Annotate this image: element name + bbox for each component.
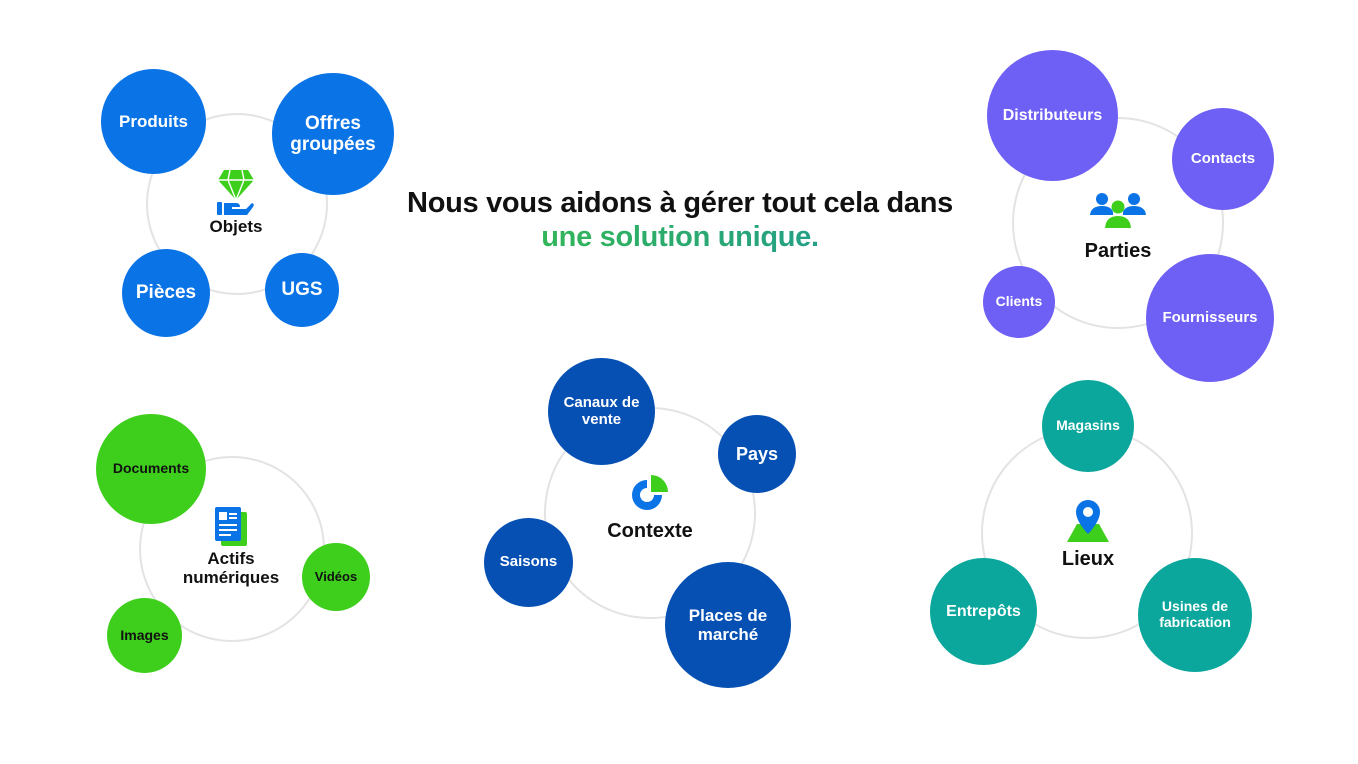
hub-contexte: Contexte bbox=[600, 472, 700, 542]
headline-line-2: une solution unique. bbox=[340, 220, 1020, 254]
hub-label-parties: Parties bbox=[1084, 240, 1152, 262]
bubble-documents: Documents bbox=[96, 414, 206, 524]
bubble-offres-groupees: Offres groupées bbox=[272, 73, 394, 195]
diamond-hand-icon bbox=[217, 169, 254, 215]
bubble-videos: Vidéos bbox=[302, 543, 370, 611]
bubble-pieces: Pièces bbox=[122, 249, 210, 337]
parties-ring bbox=[1012, 117, 1224, 329]
bubble-clients: Clients bbox=[983, 266, 1055, 338]
bubble-contacts: Contacts bbox=[1172, 108, 1274, 210]
bubble-magasins: Magasins bbox=[1042, 380, 1134, 472]
bubble-pays: Pays bbox=[718, 415, 796, 493]
bubble-saisons: Saisons bbox=[484, 518, 573, 607]
hub-label-actifs-numeriques: Actifs numériques bbox=[182, 549, 280, 587]
hub-lieux: Lieux bbox=[1038, 498, 1138, 570]
map-pin-icon bbox=[1067, 500, 1109, 542]
bubble-fournisseurs: Fournisseurs bbox=[1146, 254, 1274, 382]
hub-label-objets: Objets bbox=[209, 217, 263, 236]
hub-label-lieux: Lieux bbox=[1061, 548, 1115, 570]
bubble-ugs: UGS bbox=[265, 253, 339, 327]
bubble-distributeurs: Distributeurs bbox=[987, 50, 1118, 181]
hub-label-contexte: Contexte bbox=[607, 520, 693, 542]
headline: Nous vous aidons à gérer tout cela dans … bbox=[340, 186, 1020, 254]
hub-actifs-numeriques: Actifs numériques bbox=[176, 506, 286, 587]
bubble-usines-de-fabrication: Usines de fabrication bbox=[1138, 558, 1252, 672]
pie-chart-icon bbox=[632, 475, 668, 510]
people-group-icon bbox=[1090, 193, 1146, 228]
document-icon bbox=[215, 507, 247, 546]
bubble-places-de-marche: Places de marché bbox=[665, 562, 791, 688]
bubble-produits: Produits bbox=[101, 69, 206, 174]
bubble-canaux-de-vente: Canaux de vente bbox=[548, 358, 655, 465]
bubble-entrepots: Entrepôts bbox=[930, 558, 1037, 665]
hub-parties: Parties bbox=[1068, 190, 1168, 262]
objets-ring bbox=[146, 113, 328, 295]
hub-objets: Objets bbox=[186, 166, 286, 237]
headline-line-1: Nous vous aidons à gérer tout cela dans bbox=[407, 187, 953, 219]
bubble-images: Images bbox=[107, 598, 182, 673]
